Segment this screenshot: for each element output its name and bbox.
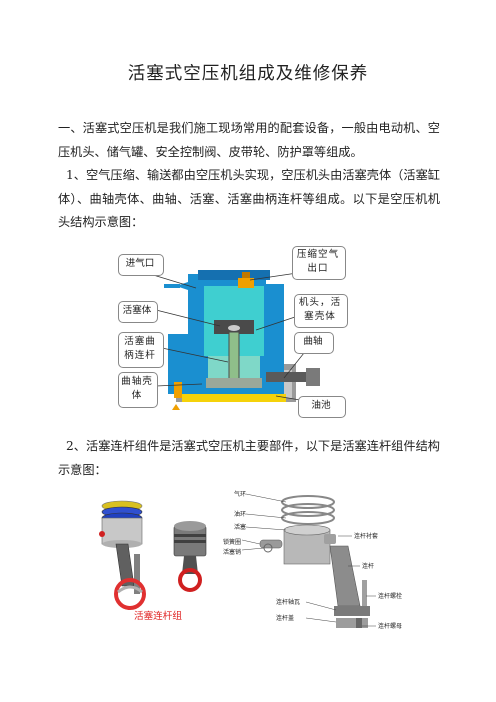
label-head: 机头，活塞壳体 — [298, 297, 342, 322]
label-box-outlet — [292, 246, 346, 280]
part-rod: 连杆 — [362, 563, 375, 570]
paragraph-rod-assembly: 2、活塞连杆组件是活塞式空压机主要部件，以下是活塞连杆组件结构示意图： — [58, 439, 440, 477]
label-box-head — [294, 294, 348, 328]
label-crank: 曲轴 — [303, 336, 323, 347]
part-bolt: 连杆螺栓 — [378, 593, 403, 600]
part-bearing: 连杆轴瓦 — [276, 599, 301, 606]
label-intake: 进气口 — [125, 258, 155, 269]
part-piston: 活塞 — [234, 524, 247, 531]
compressor-head-diagram: 进气口 压缩空气出口 活塞体 机头，活塞壳体 活塞曲柄连杆 曲轴 曲轴壳体 油池 — [116, 244, 352, 422]
figure2-caption: 活塞连杆组 — [134, 611, 182, 622]
label-box-piston — [118, 301, 158, 323]
paragraph-head-structure: 1、空气压缩、输送都由空压机头实现，空压机头由活塞壳体（活塞缸体）、曲轴壳体、曲… — [58, 168, 440, 229]
paragraph-intro: 一、活塞式空压机是我们施工现场常用的配套设备，一般由电动机、空压机头、储气罐、安… — [58, 121, 440, 159]
part-nut: 连杆螺母 — [378, 623, 403, 630]
exploded-view-illustration — [259, 495, 370, 628]
part-ring1: 气环 — [234, 491, 247, 498]
label-box-crank — [294, 332, 334, 354]
compressor-head-illustration — [164, 270, 320, 410]
label-box-crankcase — [118, 372, 158, 408]
document-title: 活塞式空压机组成及维修保养 — [127, 64, 369, 84]
piston-rod-illustration — [99, 500, 207, 610]
exploded-view-diagram: 气环 油环 活塞 锁簧圈 活塞销 连杆衬套 连杆 连杆螺栓 连杆轴瓦 连杆盖 连… — [220, 488, 410, 634]
label-crankcase: 曲轴壳体 — [121, 376, 153, 401]
part-cap: 连杆盖 — [276, 615, 295, 622]
part-bushing: 连杆衬套 — [354, 533, 379, 540]
part-circlip: 锁簧圈 — [223, 539, 242, 546]
label-box-rod — [118, 332, 164, 368]
piston-rod-photo: 活塞连杆组 — [90, 494, 220, 624]
label-box-oil — [298, 396, 346, 418]
label-oil: 油池 — [311, 400, 331, 411]
label-rod: 活塞曲柄连杆 — [124, 336, 156, 361]
part-ring2: 油环 — [234, 511, 247, 518]
part-pin: 活塞销 — [223, 549, 242, 556]
label-outlet: 压缩空气出口 — [296, 249, 340, 274]
label-box-intake — [118, 254, 164, 276]
label-piston: 活塞体 — [122, 305, 152, 316]
exploded-leader-lines — [241, 493, 376, 627]
